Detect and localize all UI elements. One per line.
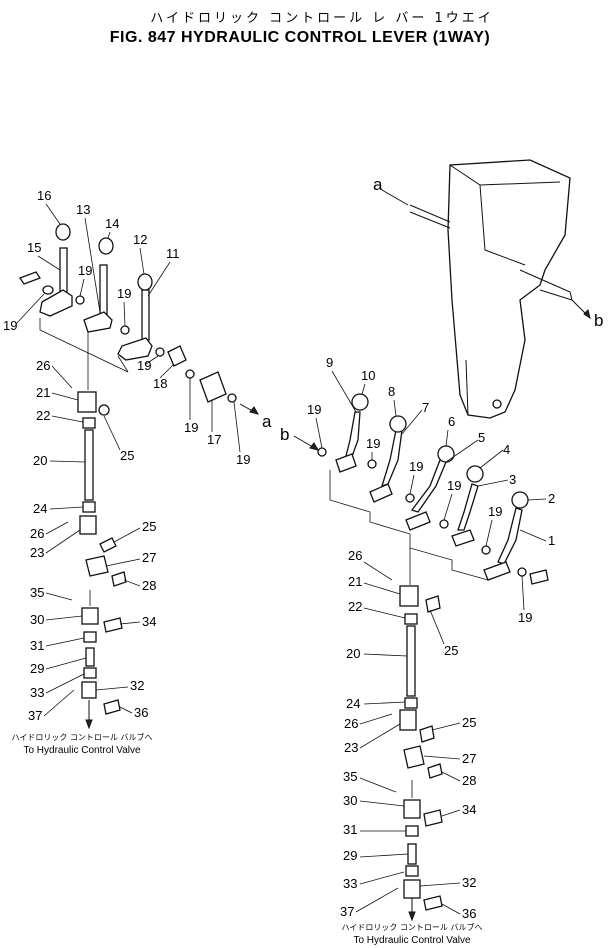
callout-33: 33 <box>30 685 44 700</box>
callout-r1: 1 <box>548 533 555 548</box>
callout-r29: 29 <box>343 848 357 863</box>
callout-r2: 2 <box>548 491 555 506</box>
callout-26: 26 <box>36 358 50 373</box>
callout-24: 24 <box>33 501 47 516</box>
callout-r26: 26 <box>348 548 362 563</box>
callout-11: 11 <box>166 246 180 261</box>
callout-r37: 37 <box>340 904 354 919</box>
callout-r4: 4 <box>503 442 510 457</box>
callout-32: 32 <box>130 678 144 693</box>
callout-30: 30 <box>30 612 44 627</box>
callout-28: 28 <box>142 578 156 593</box>
callout-16: 16 <box>37 188 51 203</box>
callout-r19-a: 19 <box>307 402 321 417</box>
marker-a-left: a <box>262 412 272 431</box>
callout-15: 15 <box>27 240 41 255</box>
callout-19-d: 19 <box>137 358 151 373</box>
callout-r26-b: 26 <box>344 716 358 731</box>
callout-r24: 24 <box>346 696 360 711</box>
left-note-english: To Hydraulic Control Valve <box>23 745 141 756</box>
callout-19-f: 19 <box>236 452 250 467</box>
callout-26-b: 26 <box>30 526 44 541</box>
callout-r36: 36 <box>462 906 476 921</box>
callout-r28: 28 <box>462 773 476 788</box>
callout-25: 25 <box>120 448 134 463</box>
callout-r30: 30 <box>343 793 357 808</box>
callout-34: 34 <box>142 614 156 629</box>
callout-36: 36 <box>134 705 148 720</box>
callout-r31: 31 <box>343 822 357 837</box>
right-note-japanese: ハイドロリック コントロール バルブへ <box>342 922 483 932</box>
callout-r9: 9 <box>326 355 333 370</box>
callout-r25: 25 <box>444 643 458 658</box>
callout-r7: 7 <box>422 400 429 415</box>
callout-14: 14 <box>105 216 119 231</box>
callout-r3: 3 <box>509 472 516 487</box>
callout-r33: 33 <box>343 876 357 891</box>
callout-r20: 20 <box>346 646 360 661</box>
right-callouts: 9 10 8 7 6 5 4 3 2 1 19 19 19 19 19 19 2… <box>307 355 555 921</box>
callout-20: 20 <box>33 453 47 468</box>
callout-29: 29 <box>30 661 44 676</box>
callout-13: 13 <box>76 202 90 217</box>
callout-31: 31 <box>30 638 44 653</box>
title-english: FIG. 847 HYDRAULIC CONTROL LEVER (1WAY) <box>110 29 490 46</box>
callout-35: 35 <box>30 585 44 600</box>
callout-r19-d: 19 <box>447 478 461 493</box>
marker-b-right: b <box>280 425 289 444</box>
right-note-english: To Hydraulic Control Valve <box>353 935 471 946</box>
callout-23: 23 <box>30 545 44 560</box>
callout-r6: 6 <box>448 414 455 429</box>
callout-r34: 34 <box>462 802 476 817</box>
callout-r25-b: 25 <box>462 715 476 730</box>
callout-r32: 32 <box>462 875 476 890</box>
callout-19-e: 19 <box>184 420 198 435</box>
callout-r19-f: 19 <box>518 610 532 625</box>
callout-21: 21 <box>36 385 50 400</box>
marker-b-top: b <box>594 311 603 330</box>
right-lever-group <box>317 393 549 585</box>
callout-r22: 22 <box>348 599 362 614</box>
callout-25-b: 25 <box>142 519 156 534</box>
title-japanese: ハイドロリック コントロール レ バー 1ウエイ <box>150 11 494 26</box>
callout-r21: 21 <box>348 574 362 589</box>
marker-a-top: a <box>373 175 383 194</box>
callout-19-a: 19 <box>78 263 92 278</box>
left-linkage <box>77 332 127 730</box>
callout-r8: 8 <box>388 384 395 399</box>
callout-r23: 23 <box>344 740 358 755</box>
callout-27: 27 <box>142 550 156 565</box>
callout-r19-c: 19 <box>409 459 423 474</box>
callout-19-b: 19 <box>117 286 131 301</box>
callout-17: 17 <box>207 432 221 447</box>
right-linkage <box>399 585 443 922</box>
left-note-japanese: ハイドロリック コントロール バルブへ <box>12 732 153 742</box>
callout-18: 18 <box>153 376 167 391</box>
callout-22: 22 <box>36 408 50 423</box>
callout-19-c: 19 <box>3 318 17 333</box>
left-lever-group <box>19 223 260 415</box>
control-box <box>409 159 573 419</box>
callout-r35: 35 <box>343 769 357 784</box>
callout-r19-b: 19 <box>366 436 380 451</box>
left-callouts: 16 13 14 15 12 11 19 19 19 19 18 19 17 1… <box>3 188 250 723</box>
callout-12: 12 <box>133 232 147 247</box>
callout-r27: 27 <box>462 751 476 766</box>
callout-r10: 10 <box>361 368 375 383</box>
callout-r19-e: 19 <box>488 504 502 519</box>
callout-r5: 5 <box>478 430 485 445</box>
callout-37: 37 <box>28 708 42 723</box>
